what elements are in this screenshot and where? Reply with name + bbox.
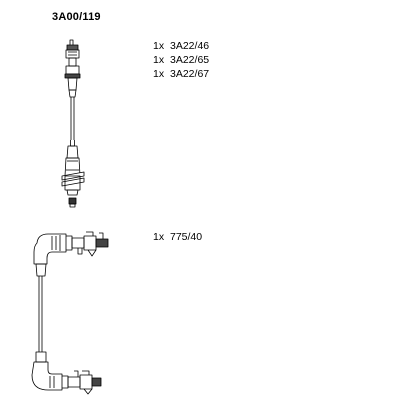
top-boot <box>68 78 77 97</box>
parts-list-straight-lead: 1x 3A22/46 1x 3A22/65 1x 3A22/67 <box>153 39 209 81</box>
parts-list-angled-lead: 1x 775/40 <box>153 230 202 244</box>
part-row: 1x 3A22/65 <box>153 53 209 67</box>
part-row: 1x 775/40 <box>153 230 202 244</box>
plug-boot <box>62 146 84 195</box>
bottom-terminal-clip <box>68 371 101 394</box>
top-angled-boot <box>34 234 72 276</box>
part-ref: 3A22/67 <box>170 68 210 80</box>
part-ref: 775/40 <box>170 231 203 243</box>
part-qty: 1x <box>153 54 165 66</box>
cable <box>39 276 42 352</box>
bottom-angled-boot <box>32 352 68 390</box>
part-row: 1x 3A22/46 <box>153 39 209 53</box>
part-ref: 3A22/46 <box>170 40 210 52</box>
part-qty: 1x <box>153 231 165 243</box>
part-ref: 3A22/65 <box>170 54 210 66</box>
part-qty: 1x <box>153 40 165 52</box>
part-row: 1x 3A22/67 <box>153 67 209 81</box>
part-qty: 1x <box>153 68 165 80</box>
part-set-code: 3A00/119 <box>52 11 101 23</box>
end-cap <box>69 198 76 207</box>
top-terminal-clip <box>72 232 108 256</box>
top-terminal <box>65 40 80 78</box>
